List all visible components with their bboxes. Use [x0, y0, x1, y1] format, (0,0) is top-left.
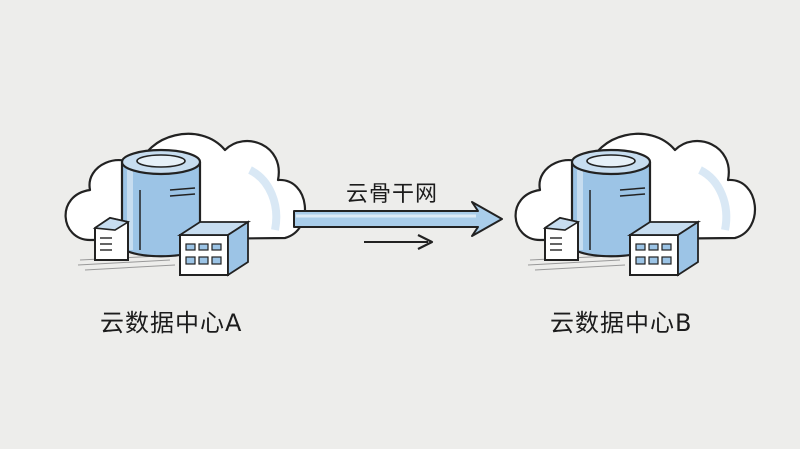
datacenter-b-icon — [516, 134, 755, 275]
datacenter-a-icon — [66, 134, 305, 275]
arrow-right-icon — [364, 234, 434, 250]
backbone-arrow — [293, 201, 503, 237]
datacenter-b-label: 云数据中心B — [550, 309, 693, 337]
datacenter-a-label: 云数据中心A — [100, 309, 243, 337]
backbone-label: 云骨干网 — [346, 182, 439, 207]
